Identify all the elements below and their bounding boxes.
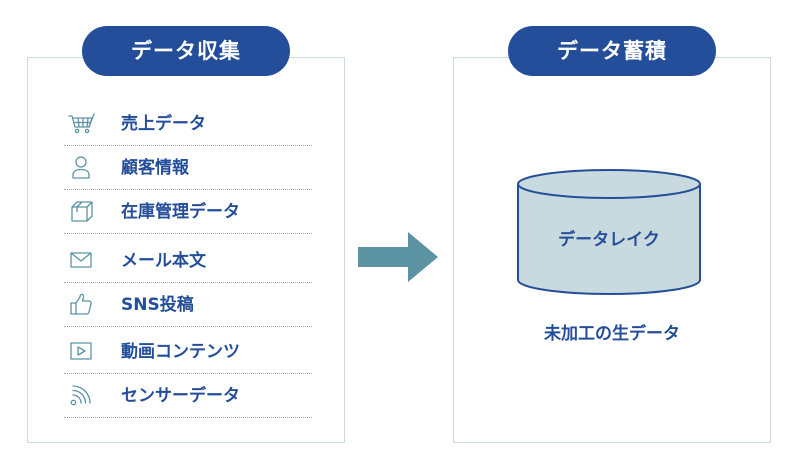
envelope-icon [68,248,96,272]
list-item-label: SNS投稿 [121,295,194,315]
data-lake-label: データレイク [558,230,660,250]
list-item-label: メール本文 [121,251,206,271]
right-arrow-icon [358,232,438,286]
list-item-label: 顧客情報 [121,158,189,178]
list-item-label: 動画コンテンツ [121,342,240,362]
list-item-sales-data: 売上データ [64,102,312,146]
list-item-email-body: メール本文 [64,239,312,283]
list-item-label: 売上データ [121,114,206,134]
list-item-inventory-data: 在庫管理データ [64,190,312,234]
person-icon [68,155,96,179]
shopping-cart-icon [68,111,96,135]
package-box-icon [68,199,96,223]
list-item-label: 在庫管理データ [121,202,240,222]
list-item-sns-posts: SNS投稿 [64,283,312,327]
data-storage-title: データ蓄積 [508,26,716,76]
raw-data-caption: 未加工の生データ [544,324,680,344]
data-lake-cylinder-icon [516,168,702,304]
list-item-sensor-data: センサーデータ [64,374,312,418]
thumbs-up-icon [68,292,96,316]
wireless-signal-icon [68,383,96,407]
data-collection-title: データ収集 [82,26,290,76]
play-button-icon [68,339,96,363]
list-item-customer-info: 顧客情報 [64,146,312,190]
data-collection-panel [27,57,345,443]
list-item-label: センサーデータ [121,386,240,406]
list-item-video-content: 動画コンテンツ [64,330,312,374]
